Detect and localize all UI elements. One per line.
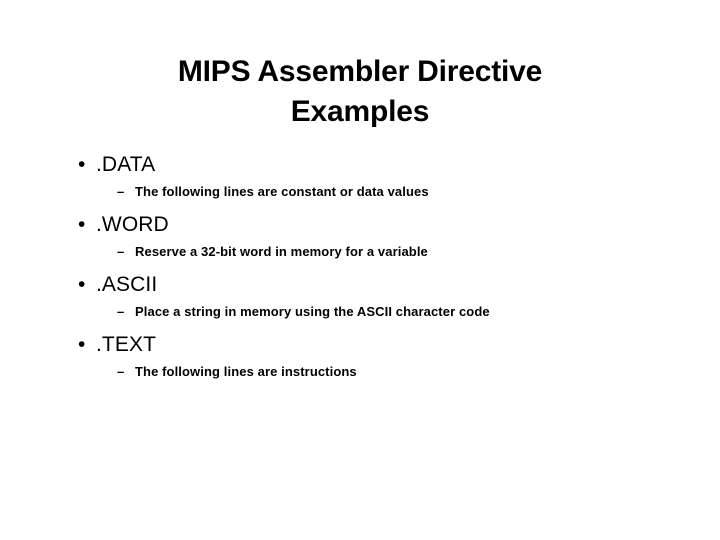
directive-description-row: – Reserve a 32-bit word in memory for a …: [117, 243, 428, 261]
directive-label: .ASCII: [96, 273, 158, 296]
directive-description-row: – The following lines are constant or da…: [117, 183, 429, 201]
directive-text: • .TEXT: [78, 332, 156, 358]
bullet-dash-icon: –: [117, 184, 125, 199]
page-title: MIPS Assembler Directive Examples: [40, 52, 680, 132]
directive-description: Reserve a 32-bit word in memory for a va…: [135, 244, 428, 259]
directive-list: • .DATA – The following lines are consta…: [0, 152, 720, 392]
bullet-dash-icon: –: [117, 304, 125, 319]
bullet-dot-icon: •: [78, 333, 86, 356]
directive-description: The following lines are instructions: [135, 364, 357, 379]
directive-description: The following lines are constant or data…: [135, 184, 429, 199]
list-item: • .TEXT – The following lines are instru…: [0, 332, 720, 392]
directive-word: • .WORD: [78, 212, 169, 238]
list-item: • .WORD – Reserve a 32-bit word in memor…: [0, 212, 720, 272]
list-item: • .DATA – The following lines are consta…: [0, 152, 720, 212]
directive-label: .WORD: [96, 213, 169, 236]
bullet-dash-icon: –: [117, 364, 125, 379]
page-title-line-1: MIPS Assembler Directive: [177, 55, 543, 88]
directive-label: .DATA: [96, 153, 156, 176]
directive-ascii: • .ASCII: [78, 272, 157, 298]
directive-data: • .DATA: [78, 152, 155, 178]
directive-description-row: – Place a string in memory using the ASC…: [117, 303, 490, 321]
bullet-dot-icon: •: [78, 213, 86, 236]
bullet-dash-icon: –: [117, 244, 125, 259]
bullet-dot-icon: •: [78, 273, 86, 296]
page-title-line-2: Examples: [290, 95, 430, 128]
directive-description: Place a string in memory using the ASCII…: [135, 304, 490, 319]
directive-label: .TEXT: [96, 333, 157, 356]
list-item: • .ASCII – Place a string in memory usin…: [0, 272, 720, 332]
directive-description-row: – The following lines are instructions: [117, 363, 357, 381]
bullet-dot-icon: •: [78, 153, 86, 176]
